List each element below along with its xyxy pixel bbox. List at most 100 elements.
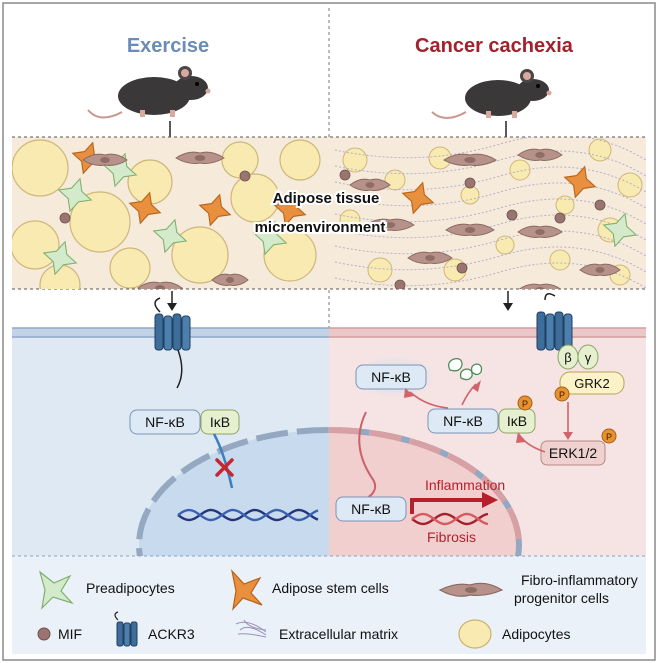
- legend-preadipocyte-icon: [38, 570, 74, 610]
- fibro-inflammatory-cell-nucleus: [595, 267, 605, 273]
- adipocyte-right: [549, 249, 571, 271]
- adipocyte-right: [588, 138, 612, 162]
- nfkb-complex-box: [427, 408, 499, 434]
- adipose-stem-cell: [401, 181, 435, 215]
- arrow-tissue-to-cell-left: [167, 291, 177, 311]
- preadipocyte: [602, 212, 638, 248]
- erk-label: ERK1/2: [549, 445, 597, 461]
- adipocyte-left: [12, 220, 60, 270]
- adipocyte-left: [69, 191, 131, 253]
- fibro-inflammatory-cell-nucleus: [425, 255, 435, 261]
- ecm-fiber: [334, 246, 646, 273]
- adipose-stem-cell: [273, 193, 307, 227]
- ackr3-receptor-right-icon: [536, 293, 573, 351]
- preadipocyte: [152, 218, 188, 254]
- mouse-left-icon: [87, 66, 211, 119]
- fibro-inflammatory-cell-nucleus: [535, 229, 545, 235]
- fibro-inflammatory-cell-nucleus: [464, 227, 476, 233]
- adipocyte-right: [339, 209, 361, 231]
- grk2-box: [559, 371, 625, 395]
- phospho-erk-label: P: [606, 432, 612, 442]
- signaling-arrowheads: [404, 380, 573, 443]
- mif-particle: [239, 170, 251, 182]
- adipocyte-left: [12, 139, 69, 197]
- mouse-right-icon: [431, 69, 552, 119]
- dna-helix-left: [177, 508, 319, 522]
- legend-ecm-fiber: [243, 619, 267, 631]
- nfkb-free-label: NF-κB: [371, 369, 411, 385]
- adipocyte-left: [230, 173, 280, 223]
- mif-particle: [594, 199, 606, 211]
- blocked-x-icon: [215, 458, 234, 477]
- ecm-fiber: [334, 150, 646, 177]
- mif-particle: [554, 212, 566, 224]
- g-gamma-label: γ: [585, 350, 592, 365]
- ikb-label-right: IκB: [507, 413, 527, 429]
- fibro-inflammatory-cell-nucleus: [464, 157, 476, 163]
- phospho-ikb-icon: [517, 395, 533, 411]
- nfkb-box-left: [129, 409, 201, 435]
- fibro-inflammatory-cell-nucleus: [155, 285, 165, 289]
- ikb-box-left: [200, 409, 240, 435]
- legend-ecm-icon: [235, 619, 267, 638]
- legend-mif-icon: [37, 627, 51, 641]
- ecm-fiber: [334, 230, 646, 257]
- ecm-fiber: [334, 182, 646, 209]
- legend-adipocyte-icon: [458, 619, 492, 649]
- ecm-fiber: [334, 214, 646, 241]
- phospho-grk2-icon: [554, 386, 570, 402]
- membrane-right: [329, 327, 646, 338]
- dna-strand: [177, 508, 319, 522]
- dna-strand: [411, 512, 489, 526]
- fibro-inflammatory-cell-nucleus: [100, 157, 110, 163]
- erk-box: [540, 440, 606, 466]
- nfkb-nucleus-label: NF-κB: [351, 501, 391, 517]
- legend-ecm-fiber: [239, 626, 267, 636]
- exercise-title: Exercise: [127, 35, 209, 57]
- fibro-inflammatory-cell-nucleus: [384, 222, 396, 228]
- inflammation-label: Inflammation: [425, 477, 505, 493]
- transcription-arrow-icon: [410, 492, 498, 514]
- legend-fibro-line1: Fibro-inflammatory: [521, 572, 638, 588]
- fibrosis-label: Fibrosis: [427, 529, 476, 545]
- nfkb-nucleus-box: [335, 496, 407, 522]
- legend-ackr3: ACKR3: [148, 626, 195, 642]
- legend-ecm-fiber: [237, 633, 267, 638]
- adipocyte-right: [342, 147, 368, 173]
- fibro-inflammatory-cell-nucleus: [535, 287, 545, 289]
- nuclear-envelope-right: [328, 427, 522, 546]
- ikb-label-left: IκB: [210, 414, 230, 430]
- g-gamma-subunit: [577, 344, 599, 370]
- ecm-fiber: [334, 166, 646, 193]
- phospho-ikb-label: P: [522, 399, 528, 409]
- dna-strand: [411, 512, 489, 526]
- legend-fibro-cell-icon: [438, 582, 504, 597]
- nuclear-envelope-left: [136, 427, 522, 556]
- fibro-inflammatory-cell: [518, 283, 562, 289]
- adipose-stem-cell: [563, 165, 597, 199]
- adipocyte-right: [367, 257, 393, 283]
- adipocyte-right: [555, 195, 575, 215]
- phospho-erk-icon: [601, 428, 617, 444]
- mif-particle: [59, 212, 71, 224]
- mif-particle: [506, 209, 518, 221]
- ackr3-receptor-left-icon: [154, 297, 191, 389]
- adipocyte-left: [221, 141, 259, 179]
- adipocyte-left: [279, 139, 321, 181]
- preadipocyte: [252, 220, 288, 256]
- adipose-stem-cell: [128, 191, 162, 225]
- legend-fibro-line2: progenitor cells: [514, 590, 609, 606]
- adipose-stem-cell: [198, 193, 232, 227]
- dna-helix-right: [411, 512, 489, 526]
- g-beta-label: β: [564, 350, 571, 365]
- fibro-inflammatory-cell-nucleus: [535, 152, 545, 158]
- adipocyte-right: [495, 235, 515, 255]
- nfkb-free-box: [355, 364, 427, 390]
- grk2-label: GRK2: [574, 376, 609, 391]
- legend-adipocytes: Adipocytes: [502, 626, 570, 642]
- tissue-label-line2: microenvironment: [255, 219, 386, 236]
- fibro-inflammatory-cell-nucleus: [226, 277, 234, 283]
- mif-particle: [464, 177, 476, 189]
- tissue-label-line1: Adipose tissue: [273, 190, 380, 207]
